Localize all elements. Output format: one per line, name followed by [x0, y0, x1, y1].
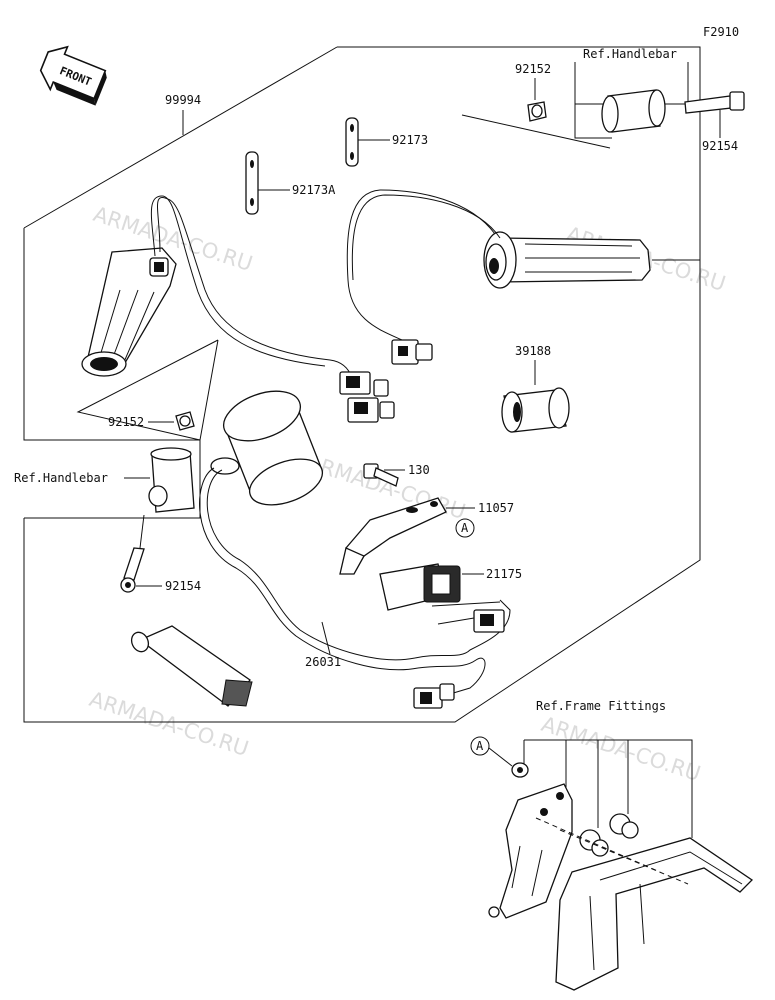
collar-nut-top	[527, 101, 547, 122]
collar-nut-left	[175, 411, 195, 431]
frame-bracket	[488, 783, 573, 919]
label-92152-left: 92152	[108, 415, 144, 429]
collar-frame	[511, 762, 529, 778]
marker-a-1-label: A	[461, 521, 469, 535]
left-heated-grip	[81, 247, 177, 377]
label-92173a: 92173A	[292, 183, 336, 197]
label-39188: 39188	[515, 344, 551, 358]
relay-21175	[379, 563, 461, 611]
right-heated-grip	[483, 231, 651, 289]
controller-unit	[210, 390, 324, 506]
cable-clamp-92173a	[245, 151, 259, 215]
label-92173: 92173	[392, 133, 428, 147]
frame-plate	[555, 837, 754, 991]
label-26031: 26031	[305, 655, 341, 669]
label-11057: 11057	[478, 501, 514, 515]
rubber-ring-39188	[501, 387, 570, 433]
bar-end-weight-top	[601, 89, 666, 133]
label-21175: 21175	[486, 567, 522, 581]
cable-clamp-92173	[345, 117, 359, 167]
label-92152-top: 92152	[515, 62, 551, 76]
bolt-92154-top	[684, 91, 745, 114]
marker-a-2	[470, 736, 490, 756]
watermark-5: ARMADA-CO.RU	[538, 712, 703, 786]
connectors-left-grip	[339, 371, 395, 423]
marker-a-2-label: A	[476, 739, 484, 753]
marker-a-1	[455, 518, 475, 538]
label-ref-handlebar-top: Ref.Handlebar	[583, 47, 677, 61]
label-92154-left: 92154	[165, 579, 201, 593]
connector-lower	[413, 683, 455, 709]
rubber-grommets	[579, 813, 639, 857]
bolt-92154-left	[120, 547, 145, 593]
kit-outline	[23, 46, 701, 723]
connector-right-grip	[391, 339, 433, 365]
grease-tube	[130, 625, 253, 707]
label-92154-top: 92154	[702, 139, 738, 153]
connector-relay	[473, 609, 505, 633]
bracket-11057	[339, 497, 447, 575]
front-arrow-icon: FRONT	[39, 45, 107, 106]
label-99994: 99994	[165, 93, 201, 107]
figure-code: F2910	[703, 25, 739, 39]
bolt-130	[363, 463, 399, 487]
bar-end-weight-left	[148, 447, 195, 513]
label-ref-handlebar-left: Ref.Handlebar	[14, 471, 108, 485]
label-ref-frame-fittings: Ref.Frame Fittings	[536, 699, 666, 713]
label-130: 130	[408, 463, 430, 477]
